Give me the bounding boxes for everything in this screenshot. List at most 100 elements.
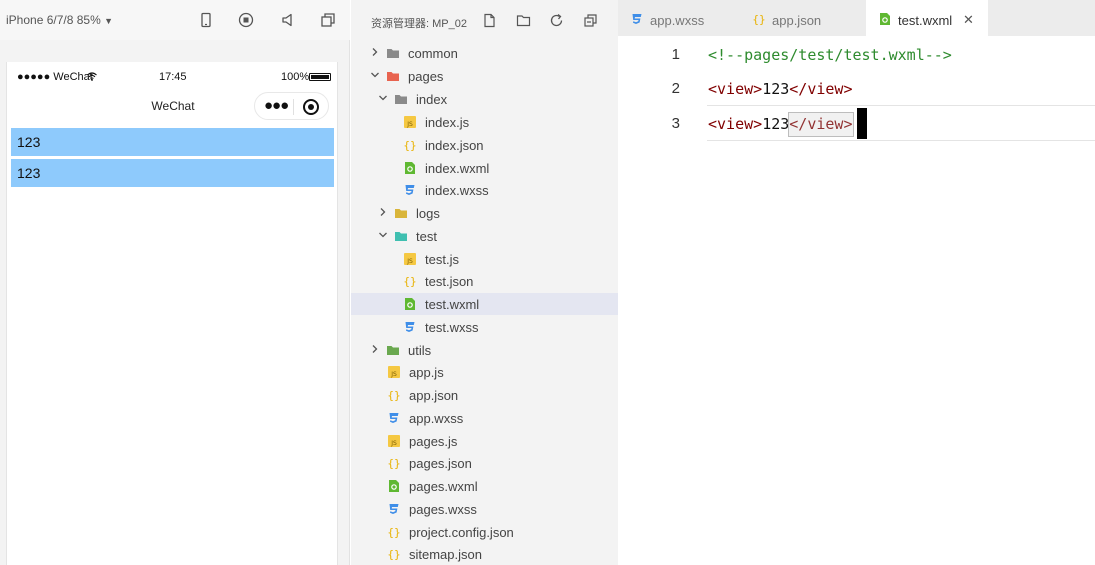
tree-file[interactable]: JS test.js: [351, 248, 618, 270]
capsule-divider: [293, 99, 294, 115]
chevron-right-icon[interactable]: [369, 46, 381, 58]
js-file-icon: JS: [404, 116, 416, 128]
tree-file[interactable]: index.wxml: [351, 157, 618, 179]
volume-icon[interactable]: [280, 12, 296, 28]
wifi-icon: [87, 72, 97, 81]
tree-file[interactable]: {} index.json: [351, 134, 618, 156]
tree-file[interactable]: {}pages.json: [351, 452, 618, 474]
battery-percent: 100%: [281, 71, 310, 83]
tag-content: 123: [762, 115, 790, 133]
code-line: 2<view>123</view>: [618, 71, 1095, 107]
refresh-icon[interactable]: [549, 13, 564, 28]
tree-folder[interactable]: index: [351, 88, 618, 110]
editor-tab[interactable]: {}app.json: [740, 0, 866, 36]
code-text: <view>123</view>: [708, 80, 853, 98]
tree-item-label: project.config.json: [409, 525, 514, 540]
tab-label: test.wxml: [898, 13, 953, 28]
close-tag: </view>: [789, 80, 853, 98]
tree-folder[interactable]: logs: [351, 202, 618, 224]
tree-item-label: test.json: [425, 274, 474, 289]
tab-label: app.wxss: [650, 13, 705, 28]
chevron-down-icon[interactable]: [377, 229, 389, 241]
close-tab-icon[interactable]: ✕: [963, 12, 974, 27]
new-file-icon[interactable]: [482, 13, 497, 28]
wxss-file-icon: [632, 14, 642, 24]
tree-file[interactable]: JS index.js: [351, 111, 618, 133]
tree-folder[interactable]: common: [351, 42, 618, 64]
svg-text:JS: JS: [390, 440, 397, 447]
chevron-down-icon: ▼: [104, 16, 114, 26]
tree-item-label: sitemap.json: [409, 547, 482, 562]
wxss-file-icon: [405, 185, 415, 195]
tree-file[interactable]: test.wxss: [351, 316, 618, 338]
chevron-right-icon[interactable]: [377, 206, 389, 218]
chevron-down-icon[interactable]: [377, 92, 389, 104]
folder-teal-icon: [395, 232, 407, 241]
stop-icon[interactable]: [238, 12, 254, 28]
tree-file[interactable]: pages.wxss: [351, 498, 618, 520]
line-number: 1: [671, 46, 680, 63]
wxss-file-icon: [389, 413, 399, 423]
tree-file[interactable]: {}app.json: [351, 384, 618, 406]
json-file-icon: {}: [387, 526, 400, 539]
folder-yellow-icon: [395, 209, 407, 218]
wxml-file-icon: [880, 13, 890, 25]
chevron-right-icon[interactable]: [369, 343, 381, 355]
editor-tab[interactable]: test.wxml ✕: [866, 0, 988, 36]
tree-file[interactable]: {} project.config.json: [351, 521, 618, 543]
tree-item-label: common: [408, 46, 458, 61]
js-file-icon: JS: [404, 253, 416, 265]
tree-item-label: logs: [416, 206, 440, 221]
tree-item-label: index.json: [425, 138, 484, 153]
status-time: 17:45: [159, 71, 187, 83]
close-miniprogram-icon[interactable]: [303, 99, 319, 115]
explorer-header: 资源管理器: MP_02: [351, 0, 618, 40]
detach-window-icon[interactable]: [320, 12, 336, 28]
svg-text:JS: JS: [406, 258, 413, 265]
view-item: 123: [11, 128, 334, 156]
tree-file[interactable]: test.wxml: [351, 293, 618, 315]
folder-icon: [387, 49, 399, 58]
wxml-file-icon: [389, 480, 399, 492]
tree-folder[interactable]: utils: [351, 339, 618, 361]
svg-text:{}: {}: [387, 548, 400, 561]
folder-green-icon: [387, 346, 399, 355]
editor-tab[interactable]: app.wxss: [618, 0, 740, 36]
tree-item-label: utils: [408, 343, 432, 358]
more-icon[interactable]: ●●●: [264, 97, 289, 114]
tree-folder[interactable]: test: [351, 225, 618, 247]
new-folder-icon[interactable]: [516, 13, 531, 28]
capsule-menu: ●●●: [254, 92, 329, 120]
close-tag: </view>: [788, 112, 854, 137]
tree-file[interactable]: pages.wxml: [351, 475, 618, 497]
device-selector[interactable]: iPhone 6/7/8 85% ▼: [6, 13, 113, 27]
tree-file[interactable]: app.wxss: [351, 407, 618, 429]
tree-item-label: pages.wxml: [409, 479, 478, 494]
tree-item-label: index.wxml: [425, 161, 490, 176]
tree-item-label: test.wxml: [425, 297, 480, 312]
svg-text:{}: {}: [387, 389, 400, 402]
svg-text:JS: JS: [390, 371, 397, 378]
tree-item-label: test.js: [425, 252, 459, 267]
tree-item-label: index.js: [425, 115, 470, 130]
json-file-icon: {}: [752, 13, 765, 26]
wxml-file-icon: [405, 162, 415, 174]
tree-file[interactable]: {} test.json: [351, 270, 618, 292]
nav-title: WeChat: [151, 99, 195, 113]
chevron-down-icon[interactable]: [369, 69, 381, 81]
text-cursor: [857, 108, 867, 139]
phone-icon[interactable]: [198, 12, 214, 28]
simulator-panel: iPhone 6/7/8 85% ▼ ●●●●● WeChat 17:45 10…: [0, 0, 350, 565]
svg-text:{}: {}: [403, 139, 416, 152]
device-label-text: iPhone 6/7/8 85%: [6, 13, 101, 27]
carrier-label: ●●●●● WeChat: [17, 71, 93, 83]
tree-folder[interactable]: pages: [351, 65, 618, 87]
tree-file[interactable]: index.wxss: [351, 179, 618, 201]
json-file-icon: {}: [387, 457, 400, 470]
tree-file[interactable]: {} sitemap.json: [351, 543, 618, 565]
collapse-all-icon[interactable]: [583, 13, 598, 28]
json-file-icon: {}: [403, 275, 416, 288]
